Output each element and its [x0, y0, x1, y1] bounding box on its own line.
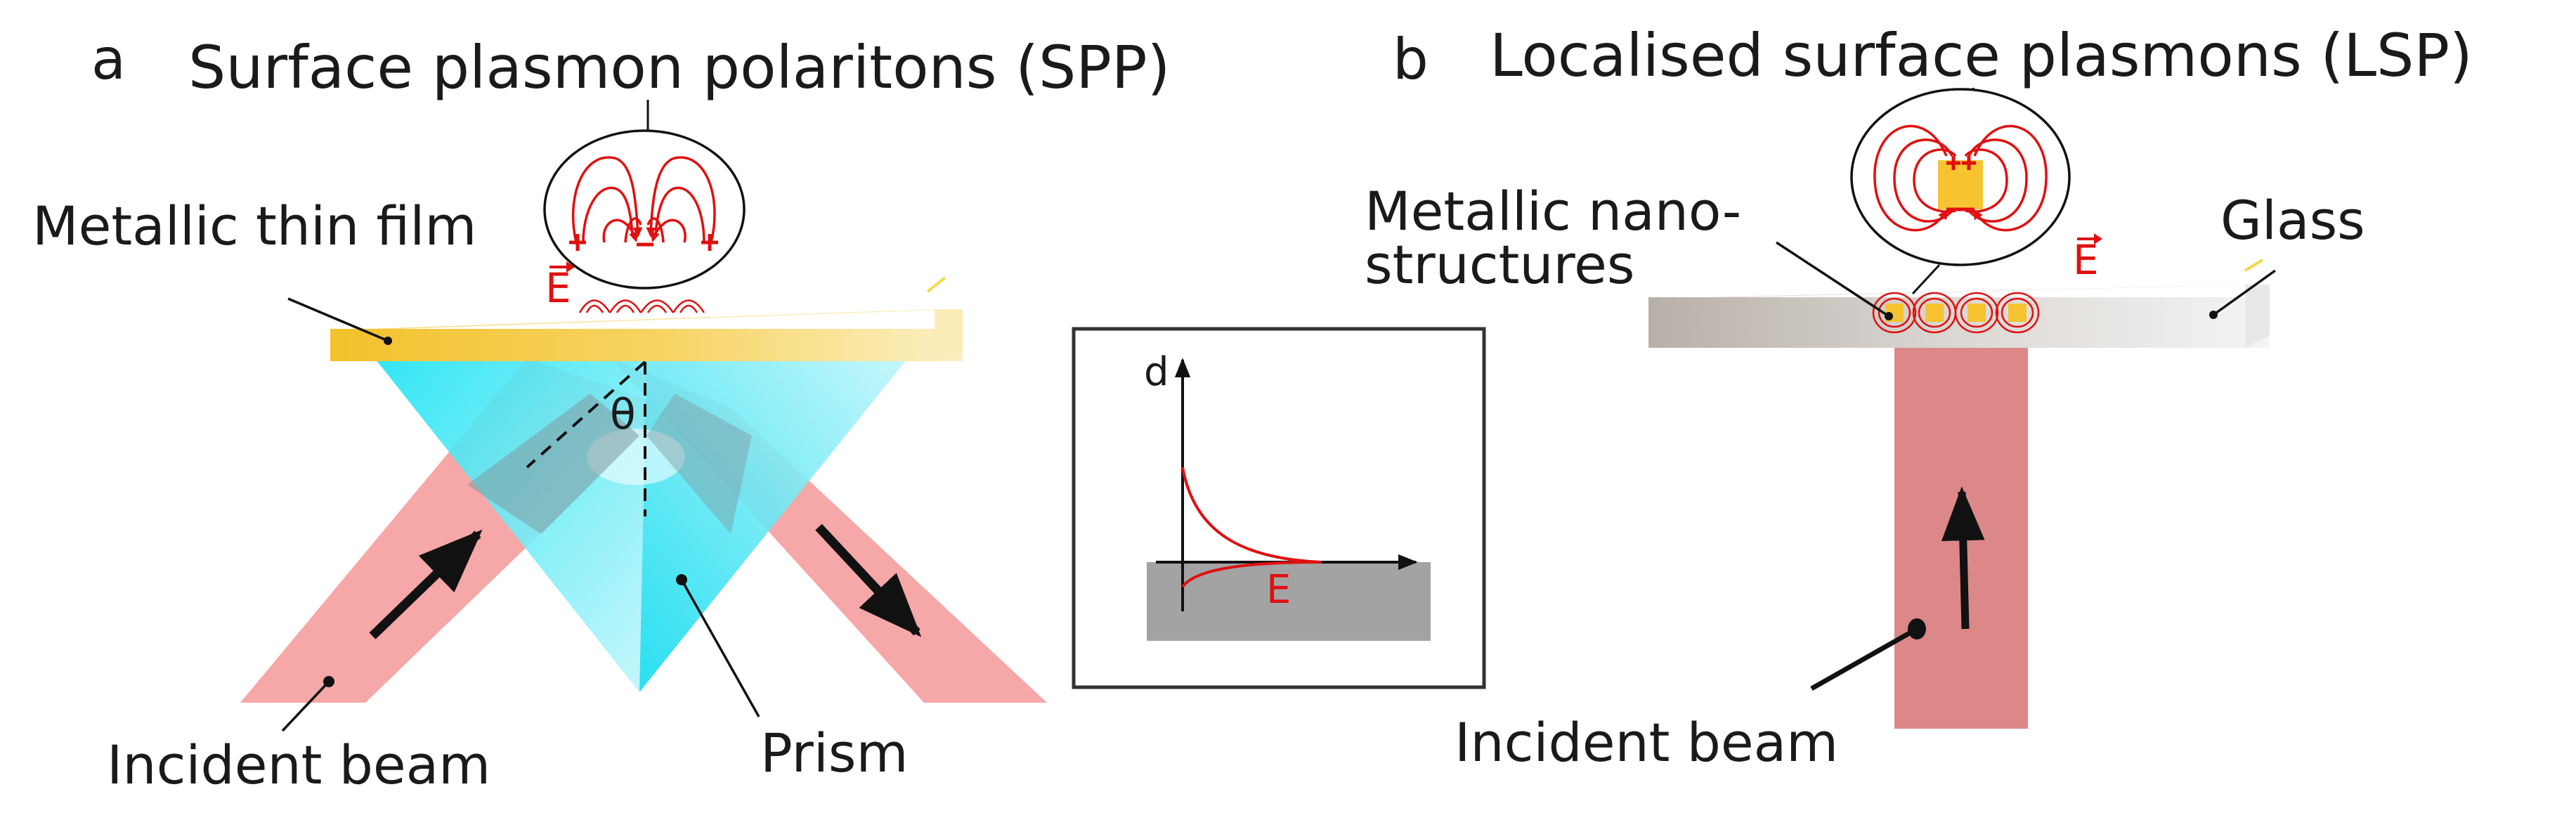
- reflected-arrow: [815, 523, 922, 637]
- prism-pointer-line: [680, 579, 760, 717]
- inset-y-axis-label: d: [1144, 349, 1169, 395]
- field-vector-arrow-b: [2077, 233, 2102, 245]
- beam-pointer-line-b: [1810, 626, 1918, 691]
- beam-label-a: Incident beam: [107, 734, 490, 796]
- metallic-thin-film: [330, 276, 963, 361]
- field-vector-arrow-a: [549, 261, 575, 273]
- panel-a-letter: a: [91, 27, 126, 92]
- glass-pointer-line: [2212, 269, 2277, 316]
- inset-x-axis-label: E: [1266, 567, 1291, 613]
- panel-b: b Localised surface plasmons (LSP): [1365, 21, 2473, 774]
- prism-label: Prism: [760, 722, 908, 784]
- glass-label: Glass: [2220, 189, 2365, 252]
- decay-inset: d E: [1072, 327, 1486, 689]
- nano-label-line2: structures: [1365, 233, 1635, 296]
- panel-a: a Surface plasmon polaritons (SPP) θ: [32, 27, 1170, 796]
- incident-axis-line: [526, 360, 646, 469]
- lsp-field-zoom: [1850, 88, 2071, 266]
- inset-substrate: [1147, 562, 1431, 641]
- glass-slab: [1648, 259, 2270, 348]
- film-pointer-line: [287, 297, 389, 342]
- beam-label-b: Incident beam: [1455, 711, 1838, 774]
- panel-b-title: Localised surface plasmons (LSP): [1490, 21, 2473, 90]
- incident-arrow: [369, 529, 483, 639]
- film-label: Metallic thin film: [32, 195, 476, 257]
- nano-label-line1: Metallic nano-: [1365, 180, 1741, 242]
- decay-curve-upper: [1181, 467, 1322, 564]
- nano-pointer-line: [1776, 241, 1889, 318]
- angle-label: θ: [610, 390, 636, 439]
- beam-pointer-line-a: [281, 680, 330, 732]
- spp-field-zoom: [543, 129, 746, 290]
- panel-a-title: Surface plasmon polaritons (SPP): [188, 33, 1170, 102]
- zoom-pointer-line-b: [1911, 264, 1941, 295]
- incident-arrow-b: [1941, 486, 1985, 630]
- panel-b-letter: b: [1393, 27, 1429, 92]
- decay-curve-lower: [1181, 561, 1322, 588]
- surface-field-lines-a: [578, 299, 705, 313]
